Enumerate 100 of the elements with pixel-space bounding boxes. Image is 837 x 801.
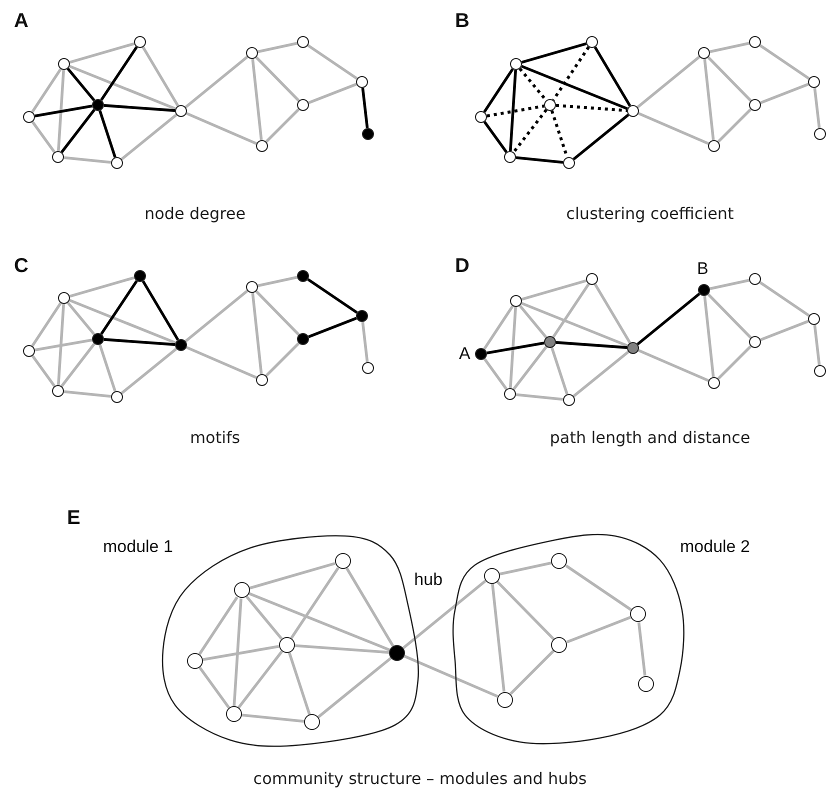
network-node	[23, 111, 35, 123]
network-edge	[486, 342, 544, 354]
network-edge	[572, 114, 630, 160]
network-node	[111, 157, 123, 169]
network-edge	[258, 42, 298, 54]
network-edge	[402, 580, 486, 650]
network-node	[484, 568, 500, 584]
network-node	[808, 76, 820, 88]
network-edge	[703, 296, 715, 378]
network-node	[630, 606, 646, 622]
network-edge	[251, 58, 263, 140]
network-edge	[508, 70, 518, 152]
panel-caption: path length and distance	[550, 428, 750, 447]
network-edge	[265, 108, 300, 143]
network-node	[111, 391, 123, 403]
network-node	[175, 339, 187, 351]
network-edge	[556, 341, 628, 349]
network-node	[246, 47, 258, 59]
network-edge	[56, 304, 66, 386]
network-edge	[142, 46, 180, 107]
network-node	[334, 553, 351, 570]
network-edge	[361, 322, 369, 362]
network-edge	[486, 104, 544, 118]
network-edge	[760, 82, 809, 104]
network-node	[698, 284, 710, 296]
network-edge	[69, 42, 135, 64]
network-edge	[552, 46, 590, 101]
network-edge	[100, 46, 138, 101]
network-edge	[120, 348, 178, 394]
network-edge	[31, 302, 62, 347]
network-edge	[251, 292, 263, 374]
network-edge	[255, 290, 300, 336]
network-edge	[184, 290, 248, 342]
network-edge	[760, 320, 809, 342]
network-node	[356, 76, 368, 88]
module-label: module 2	[680, 538, 750, 555]
node-label: B	[697, 260, 708, 277]
network-edge	[566, 616, 631, 644]
network-node	[544, 336, 556, 348]
network-edge	[638, 349, 710, 382]
network-node	[134, 36, 146, 48]
network-edge	[66, 68, 96, 102]
network-edge	[637, 622, 646, 676]
network-edge	[265, 342, 300, 377]
network-edge	[717, 108, 752, 143]
network-edge	[483, 121, 508, 153]
network-node	[586, 36, 598, 48]
network-edge	[56, 70, 66, 152]
network-edge	[100, 280, 138, 335]
network-node	[175, 105, 187, 117]
network-edge	[813, 324, 821, 366]
network-node	[246, 281, 258, 293]
network-edge	[98, 344, 116, 392]
network-edge	[69, 64, 176, 110]
network-edge	[521, 279, 587, 301]
network-node	[638, 676, 654, 692]
network-edge	[308, 82, 357, 104]
network-edge	[556, 104, 628, 112]
network-node	[362, 128, 374, 140]
network-node	[814, 365, 826, 377]
network-node	[708, 140, 720, 152]
network-node	[362, 362, 374, 374]
network-edge	[60, 108, 96, 154]
network-node	[814, 128, 826, 140]
network-node	[256, 374, 268, 386]
network-edge	[64, 156, 112, 164]
network-edge	[512, 346, 548, 390]
network-edge	[550, 347, 568, 395]
network-edge	[69, 276, 135, 298]
network-node	[627, 342, 639, 354]
network-node	[226, 706, 242, 722]
network-edge	[98, 110, 116, 158]
network-node	[749, 273, 761, 285]
network-edge	[248, 562, 336, 590]
network-edge	[483, 305, 514, 350]
network-node	[52, 151, 64, 163]
network-edge	[69, 298, 176, 344]
network-node	[698, 47, 710, 59]
network-edge	[31, 68, 62, 113]
network-node	[586, 273, 598, 285]
panel-caption: node degree	[144, 204, 246, 223]
network-edge	[34, 338, 92, 352]
network-node	[708, 377, 720, 389]
network-edge	[508, 306, 518, 388]
network-node	[187, 652, 203, 669]
network-node	[297, 333, 309, 345]
network-edge	[521, 64, 628, 110]
network-edge	[294, 644, 390, 654]
network-edge	[31, 355, 56, 387]
network-edge	[237, 650, 283, 709]
network-edge	[64, 390, 112, 398]
network-edge	[638, 112, 710, 145]
network-node	[544, 99, 556, 111]
network-node	[297, 36, 309, 48]
network-edge	[516, 393, 564, 401]
network-edge	[34, 104, 92, 118]
panel-caption: motifs	[190, 428, 240, 447]
network-edge	[120, 114, 178, 160]
network-node	[563, 394, 575, 406]
network-edge	[288, 652, 311, 715]
